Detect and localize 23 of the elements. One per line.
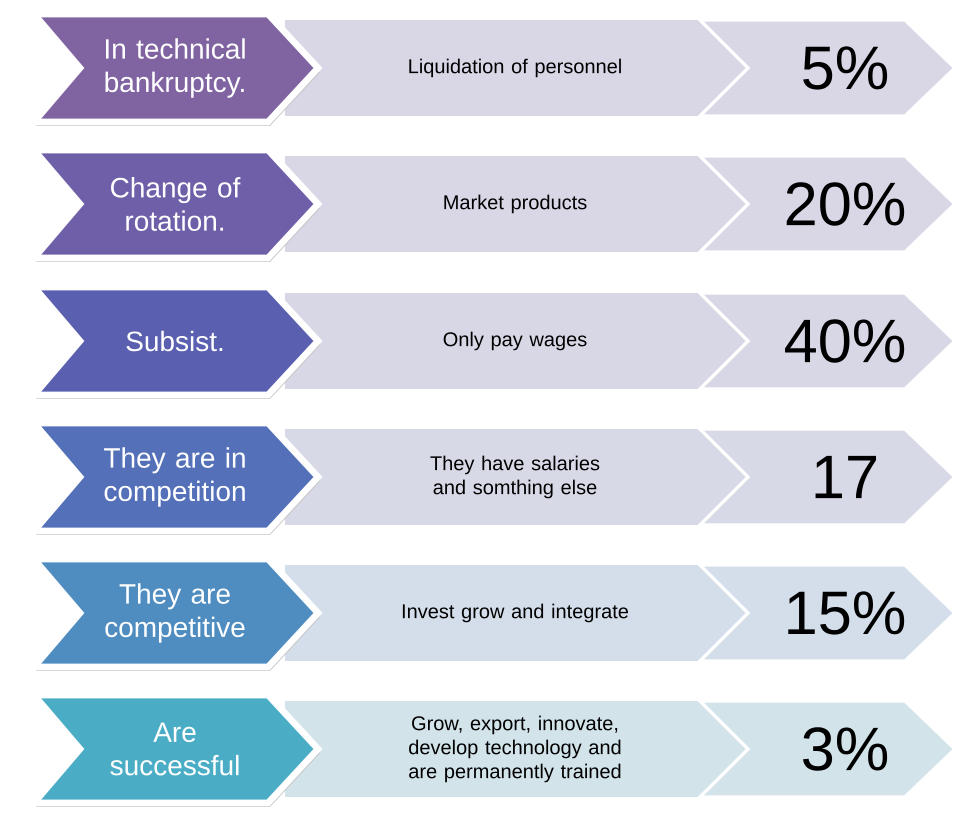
node-label: 17 — [816, 456, 876, 498]
info-banner: Only pay wages — [285, 293, 752, 389]
value-banner: 15% — [696, 563, 958, 663]
value-banner: 20% — [696, 154, 958, 254]
info-banner: Grow, export, innovate, develop technology and are permanently trained — [285, 701, 752, 797]
value-banner: 40% — [696, 291, 958, 391]
value-banner: 5% — [696, 18, 958, 118]
node-label: Market products — [444, 194, 586, 214]
info-banner: They have salaries and somthing else — [285, 429, 752, 525]
node-label: 5% — [803, 46, 888, 90]
node-label: Liquidation of personnel — [409, 58, 621, 78]
node-label: 40% — [785, 319, 904, 363]
node-label: Only pay wages — [444, 332, 586, 350]
node-label: Grow, export, innovate, develop technology and are permanently trained — [409, 716, 620, 782]
node-label: They have salaries and somthing else — [430, 456, 600, 498]
value-banner: 17 — [696, 427, 958, 527]
node-label: 3% — [803, 727, 888, 771]
node-label: 20% — [786, 182, 904, 226]
node-label: 15% — [788, 591, 904, 635]
info-banner: Invest grow and integrate — [285, 565, 752, 661]
value-banner: 3% — [696, 699, 958, 799]
node-label: Invest grow and integrate — [402, 604, 628, 622]
info-banner: Market products — [285, 156, 752, 252]
